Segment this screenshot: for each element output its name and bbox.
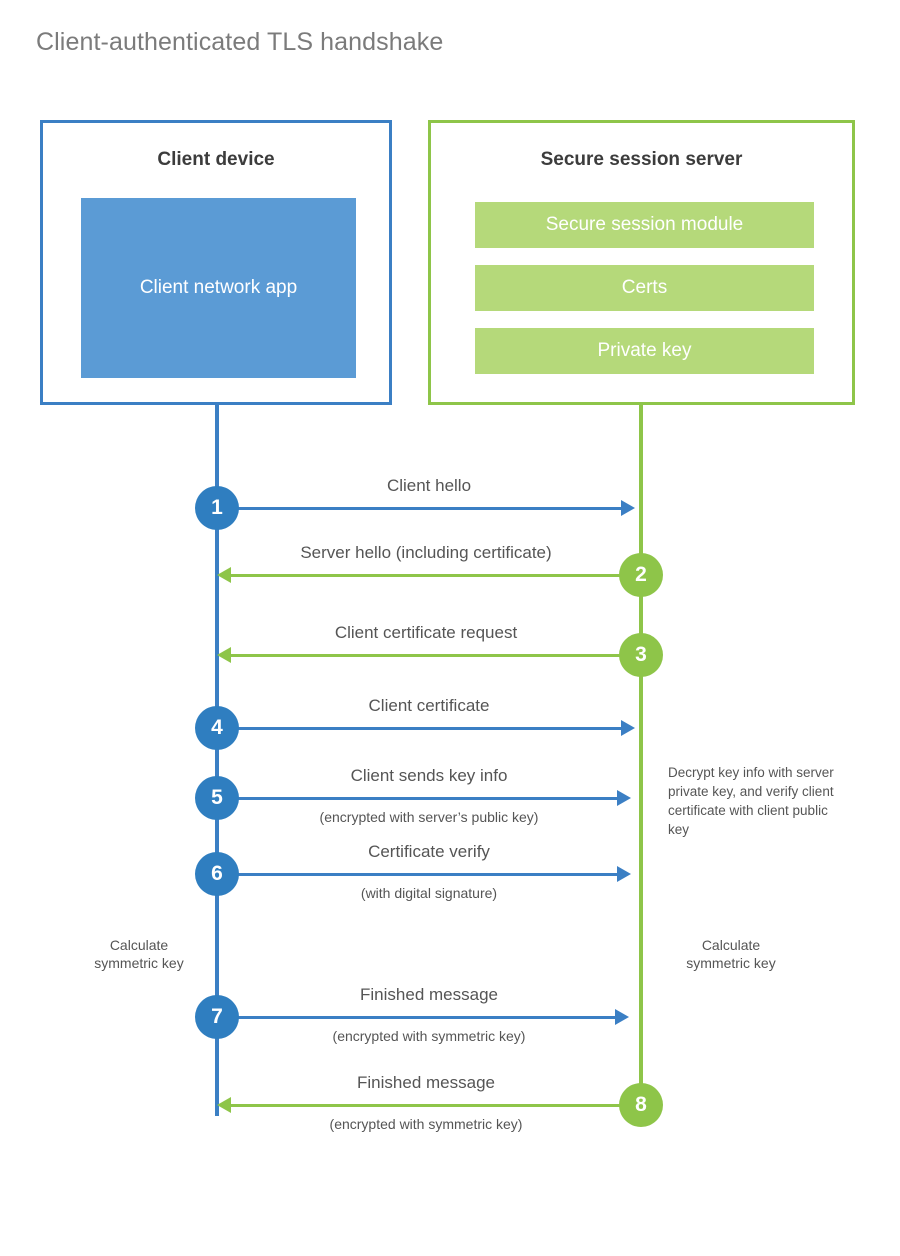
step-6-sublabel: (with digital signature) bbox=[360, 885, 498, 901]
step-3-arrow-head bbox=[217, 647, 231, 663]
step-3-arrow-line bbox=[231, 654, 621, 657]
step-5-sublabel: (encrypted with server’s public key) bbox=[319, 809, 539, 825]
step-1-arrow-line bbox=[217, 507, 621, 510]
step-1-label: Client hello bbox=[386, 476, 472, 495]
step-7-label: Finished message bbox=[360, 985, 498, 1004]
client-device-title: Client device bbox=[157, 149, 275, 170]
secure-session-module-block: Secure session module bbox=[475, 202, 814, 248]
step-3-badge[interactable]: 3 bbox=[619, 633, 663, 677]
step-1-badge[interactable]: 1 bbox=[195, 486, 239, 530]
step-6-arrow-line bbox=[217, 873, 617, 876]
step-5-label: Client sends key info bbox=[350, 766, 508, 785]
step-7-badge[interactable]: 7 bbox=[195, 995, 239, 1039]
server-lifeline bbox=[639, 402, 643, 1105]
client-network-app-block: Client network app bbox=[81, 198, 356, 378]
client-device-box: Client device Client network app bbox=[40, 120, 392, 405]
step-2-label: Server hello (including certificate) bbox=[300, 543, 552, 562]
secure-session-server-box: Secure session server Secure session mod… bbox=[428, 120, 855, 405]
server-calculate-symmetric-key-annotation: Calculate symmetric key bbox=[686, 937, 776, 972]
step-8-label: Finished message bbox=[357, 1073, 495, 1092]
step-8-arrow-head bbox=[217, 1097, 231, 1113]
secure-session-server-title: Secure session server bbox=[540, 149, 743, 170]
step-2-badge[interactable]: 2 bbox=[619, 553, 663, 597]
certs-block: Certs bbox=[475, 265, 814, 311]
step-8-sublabel: (encrypted with symmetric key) bbox=[329, 1116, 523, 1132]
step-2-arrow-line bbox=[231, 574, 621, 577]
page-title: Client-authenticated TLS handshake bbox=[36, 28, 444, 56]
step-2-arrow-head bbox=[217, 567, 231, 583]
step-7-arrow-head bbox=[615, 1009, 629, 1025]
step-5-badge[interactable]: 5 bbox=[195, 776, 239, 820]
step-4-label: Client certificate bbox=[368, 696, 490, 715]
step-6-badge[interactable]: 6 bbox=[195, 852, 239, 896]
step-4-arrow-line bbox=[217, 727, 621, 730]
step-1-arrow-head bbox=[621, 500, 635, 516]
step-7-sublabel: (encrypted with symmetric key) bbox=[332, 1028, 526, 1044]
step-4-badge[interactable]: 4 bbox=[195, 706, 239, 750]
step-4-arrow-head bbox=[621, 720, 635, 736]
step-6-arrow-head bbox=[617, 866, 631, 882]
step-5-arrow-line bbox=[217, 797, 617, 800]
step-3-label: Client certificate request bbox=[334, 623, 518, 642]
client-lifeline bbox=[215, 402, 219, 1116]
step-8-badge[interactable]: 8 bbox=[619, 1083, 663, 1127]
step-6-label: Certificate verify bbox=[368, 842, 490, 861]
server-decrypt-annotation: Decrypt key info with server private key… bbox=[668, 765, 834, 838]
step-5-arrow-head bbox=[617, 790, 631, 806]
private-key-block: Private key bbox=[475, 328, 814, 374]
client-calculate-symmetric-key-annotation: Calculate symmetric key bbox=[94, 937, 184, 972]
step-7-arrow-line bbox=[217, 1016, 615, 1019]
step-8-arrow-line bbox=[231, 1104, 621, 1107]
